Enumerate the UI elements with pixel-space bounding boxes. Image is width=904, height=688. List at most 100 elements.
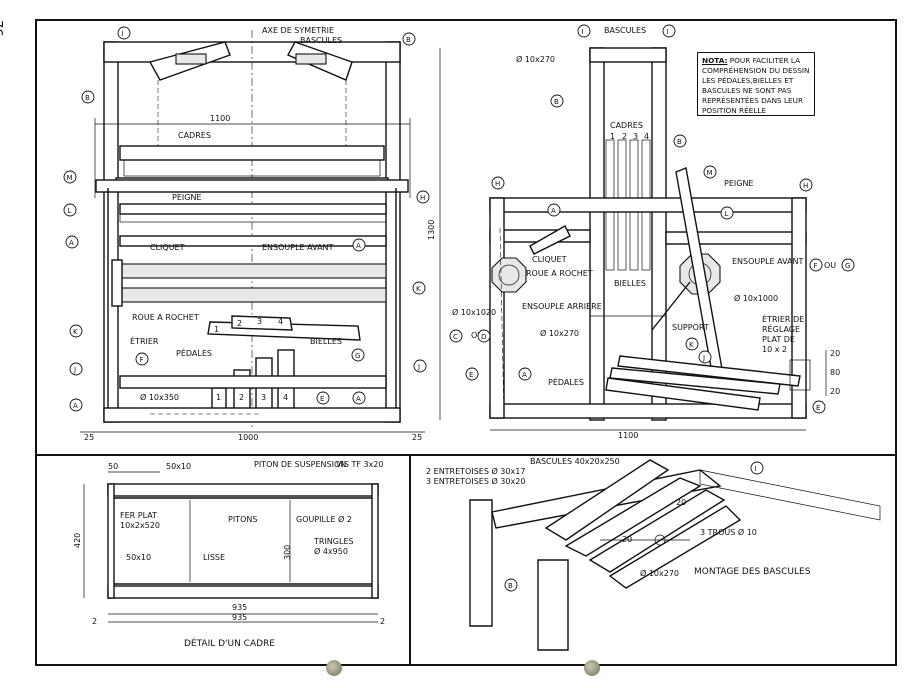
nota-text: POUR FACILITER LA COMPRÉHENSION DU DESSI… [702, 56, 810, 115]
dim-1100-side: 1100 [618, 431, 638, 440]
label-bascules-side: BASCULES [604, 26, 646, 35]
frame-detail [83, 471, 379, 623]
dim-bascule-20b: 20 [622, 535, 632, 544]
bubble-K: K [416, 285, 421, 293]
label-pedales-side: PÉDALES [548, 376, 584, 387]
bubble-I: I [667, 28, 669, 36]
bubble-B: B [85, 94, 90, 102]
bubble-L: L [725, 210, 729, 218]
label-pitons: PITONS [228, 515, 257, 524]
bubble-E: E [320, 395, 324, 403]
dim-80: 80 [830, 368, 840, 377]
frame-number: 3 [633, 132, 638, 141]
bielle-number: 2 [237, 319, 242, 328]
dim-25-right: 25 [412, 433, 422, 442]
bubble-G: G [845, 262, 850, 270]
dim-20a: 20 [830, 349, 840, 358]
dim-50: 50 [108, 462, 118, 471]
bubble-F: F [814, 262, 818, 270]
title-detail-cadre: DÉTAIL D'UN CADRE [184, 637, 275, 649]
label-lisse: LISSE [203, 553, 225, 562]
bubble-D: D [481, 333, 486, 341]
dim-50x10-bottom: 50x10 [126, 553, 151, 562]
dim-2-right: 2 [380, 617, 385, 626]
bascule-assembly-bubbles: I B [504, 461, 764, 592]
dim-1000: 1000 [238, 433, 258, 442]
label-entretoises-2: 3 ENTRETOISES Ø 30x20 [426, 476, 525, 486]
bascule-assembly-labels: BASCULES 40x20x250 2 ENTRETOISES Ø 30x17… [426, 457, 811, 578]
side-view-bubbles: I I B B M H H A L F G C D K J E A E [449, 24, 855, 414]
label-roue-side: ROUE A ROCHET [526, 269, 593, 278]
bubble-H: H [495, 180, 500, 188]
label-axe: AXE DE SYMETRIE [262, 26, 334, 35]
label-cliquet-side: CLIQUET [532, 255, 567, 264]
label-bascules-dim: BASCULES 40x20x250 [530, 457, 620, 466]
pedal-number: 3 [261, 393, 266, 402]
dim-10x1000: Ø 10x1000 [734, 293, 778, 303]
bubble-K: K [73, 328, 78, 336]
bubble-B: B [677, 138, 682, 146]
bubble-E: E [816, 404, 820, 412]
label-peigne-side: PEIGNE [724, 179, 753, 188]
bubble-J: J [702, 354, 705, 362]
side-view [439, 47, 827, 431]
frame-detail-labels: 50 50x10 PITON DE SUSPENSION VIS TF 3x20… [73, 460, 385, 649]
bubble-K: K [689, 341, 694, 349]
label-support: SUPPORT [672, 323, 709, 332]
brad-fastener-icon [584, 660, 600, 676]
label-cliquet-front: CLIQUET [150, 243, 185, 252]
bielle-number: 4 [278, 317, 283, 326]
bubble-M: M [67, 174, 73, 182]
nota-title: NOTA: [702, 56, 728, 65]
label-trois-trous: 3 TROUS Ø 10 [700, 527, 757, 537]
label-ensouple-avant-side: ENSOUPLE AVANT [732, 257, 804, 266]
title-montage: MONTAGE DES BASCULES [694, 567, 811, 577]
dim-935-outer: 935 [232, 603, 247, 612]
bascule-assembly [469, 459, 881, 651]
dim-1100-front: 1100 [210, 114, 230, 123]
dim-10x350: Ø 10x350 [140, 392, 179, 402]
label-fer-plat: FER PLAT [120, 511, 157, 520]
front-view-bubbles: I B B M L A H A K K F G J J A E A [63, 26, 430, 412]
etrier-reglage-line: RÉGLAGE [762, 323, 800, 334]
frame-number: 2 [622, 132, 627, 141]
etrier-reglage-line: PLAT DE [762, 335, 795, 344]
pedal-number: 1 [216, 393, 221, 402]
label-bascules-front: BASCULES [300, 36, 342, 45]
bubble-C: C [453, 333, 458, 341]
label-roue-front: ROUE A ROCHET [132, 313, 199, 322]
bubble-J: J [417, 363, 420, 371]
dim-300: 300 [283, 545, 292, 560]
bubble-A: A [356, 242, 361, 250]
dim-1300: 1300 [427, 220, 436, 240]
pedal-number: 2 [239, 393, 244, 402]
dim-bascule-20a: 20 [676, 498, 686, 507]
dim-2-left: 2 [92, 617, 97, 626]
side-view-labels: BASCULES Ø 10x270 CADRES 1 2 3 4 PEIGNE … [427, 26, 840, 440]
label-peigne-front: PEIGNE [172, 193, 201, 202]
label-cadres-front: CADRES [178, 131, 211, 140]
drawing-border [35, 19, 897, 666]
bubble-H: H [420, 194, 425, 202]
bubble-A: A [69, 239, 74, 247]
dim-935-inner: 935 [232, 613, 247, 622]
front-view-labels: AXE DE SYMETRIE BASCULES 1100 CADRES PEI… [84, 26, 422, 442]
label-fer-plat-dim: 10x2x520 [120, 521, 160, 530]
front-view [80, 30, 425, 433]
dim-20b: 20 [830, 387, 840, 396]
dim-10x270-top: Ø 10x270 [516, 54, 555, 64]
bubble-H: H [803, 182, 808, 190]
bubble-B: B [554, 98, 559, 106]
label-piton: PITON DE SUSPENSION [254, 460, 346, 469]
dim-10x1020: Ø 10x1020 [452, 307, 496, 317]
bubble-J: J [73, 366, 76, 374]
pedal-number: 4 [283, 393, 288, 402]
bubble-A: A [356, 395, 361, 403]
bubble-I: I [582, 28, 584, 36]
bielle-number: 3 [257, 317, 262, 326]
brad-fastener-icon [326, 660, 342, 676]
frame-number: 1 [610, 132, 615, 141]
bubble-G: G [355, 352, 360, 360]
bielle-number: 1 [214, 325, 219, 334]
